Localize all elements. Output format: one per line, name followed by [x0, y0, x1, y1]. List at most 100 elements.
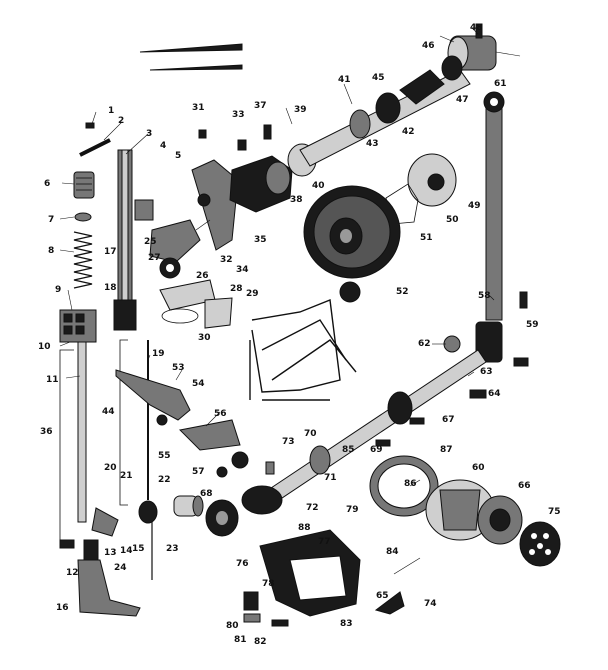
part-number-label: 27: [148, 253, 161, 263]
part-number-label: 35: [254, 235, 267, 245]
presser-foot: [77, 539, 141, 617]
leader-lines: [59, 27, 521, 575]
part-number-label: 3: [146, 129, 152, 139]
part-number-label: 71: [324, 473, 337, 483]
part-number-label: 63: [480, 367, 493, 377]
screw: [237, 139, 247, 151]
wheel-clutch-knob: [339, 281, 361, 303]
part-number-label: 2: [118, 116, 124, 126]
part-number-label: 48: [470, 23, 483, 33]
part-number-label: 40: [312, 181, 325, 191]
tension-spring: [73, 231, 93, 289]
part-number-label: 36: [40, 427, 53, 437]
bobbin-winder-wheel: [138, 500, 158, 524]
hinge-pin: [79, 138, 111, 157]
crank-nut: [216, 466, 228, 478]
hand-wheel: [303, 185, 401, 279]
shaft-nut: [443, 335, 461, 353]
needle-bar-guide: [134, 199, 154, 221]
part-number-label: 76: [236, 559, 249, 569]
cover-plate: [204, 297, 233, 329]
part-number-label: 56: [214, 409, 227, 419]
rocker-lever: [191, 159, 239, 251]
part-number-label: 37: [254, 101, 267, 111]
bobbin: [519, 521, 561, 567]
part-number-label: 23: [166, 544, 179, 554]
cam-housing: [229, 155, 293, 213]
part-number-label: 6: [44, 179, 50, 189]
hook-drive-assembly: [205, 485, 283, 537]
needle-bar: [113, 149, 137, 331]
part-number-label: 72: [306, 503, 319, 513]
felt-pad: [161, 308, 199, 324]
wedge-mark: [149, 64, 243, 71]
part-number-label: 58: [478, 291, 491, 301]
part-number-label: 77: [318, 537, 331, 547]
part-number-label: 12: [66, 568, 79, 578]
part-number-label: 46: [422, 41, 435, 51]
part-number-label: 38: [290, 195, 303, 205]
part-number-label: 68: [200, 489, 213, 499]
part-number-label: 82: [254, 637, 267, 647]
spring-pin: [263, 124, 272, 140]
part-number-label: 50: [446, 215, 459, 225]
presser-bar-guide: [59, 309, 97, 343]
part-number-label: 19: [152, 349, 165, 359]
group-bracket: [59, 349, 74, 541]
part-number-label: 13: [104, 548, 117, 558]
bobbin-case-base: [425, 479, 495, 541]
part-number-label: 80: [226, 621, 239, 631]
take-up-lever: [115, 369, 191, 426]
part-number-label: 55: [158, 451, 171, 461]
bobbin-case: [477, 495, 523, 545]
part-number-label: 87: [440, 445, 453, 455]
part-number-label: 43: [366, 139, 379, 149]
feed-linkage-frame: [249, 299, 357, 401]
part-number-label: 22: [158, 475, 171, 485]
part-number-label: 42: [402, 127, 415, 137]
part-number-label: 84: [386, 547, 399, 557]
group-bracket: [119, 339, 128, 506]
part-number-label: 49: [468, 201, 481, 211]
race-cover-strip: [374, 591, 405, 615]
part-number-label: 86: [404, 479, 417, 489]
part-number-label: 83: [340, 619, 353, 629]
part-number-label: 9: [55, 285, 61, 295]
lower-shaft: [267, 321, 503, 503]
part-number-label: 44: [102, 407, 115, 417]
part-number-label: 8: [48, 246, 54, 256]
part-number-label: 60: [472, 463, 485, 473]
tension-washer: [74, 212, 92, 222]
part-number-label: 7: [48, 215, 54, 225]
set-screw: [409, 417, 425, 425]
part-number-label: 57: [192, 467, 205, 477]
part-number-label: 52: [396, 287, 409, 297]
set-screw: [469, 389, 487, 399]
part-number-label: 30: [198, 333, 211, 343]
part-number-label: 79: [346, 505, 359, 515]
part-number-label: 75: [548, 507, 561, 517]
part-number-label: 17: [104, 247, 117, 257]
hook-race-ring: [369, 455, 439, 517]
part-number-label: 85: [342, 445, 355, 455]
part-number-label: 5: [175, 151, 181, 161]
part-number-label: 45: [372, 73, 385, 83]
part-number-label: 28: [230, 284, 243, 294]
screw: [85, 122, 95, 129]
part-number-label: 25: [144, 237, 157, 247]
lock-washer: [243, 613, 261, 623]
part-number-label: 61: [494, 79, 507, 89]
part-number-label: 78: [262, 579, 275, 589]
part-number-label: 62: [418, 339, 431, 349]
part-number-label: 24: [114, 563, 127, 573]
part-number-label: 54: [192, 379, 205, 389]
set-screw: [513, 357, 529, 367]
part-number-label: 53: [172, 363, 185, 373]
part-number-label: 59: [526, 320, 539, 330]
part-number-label: 39: [294, 105, 307, 115]
part-number-label: 4: [160, 141, 166, 151]
screw: [198, 129, 207, 139]
